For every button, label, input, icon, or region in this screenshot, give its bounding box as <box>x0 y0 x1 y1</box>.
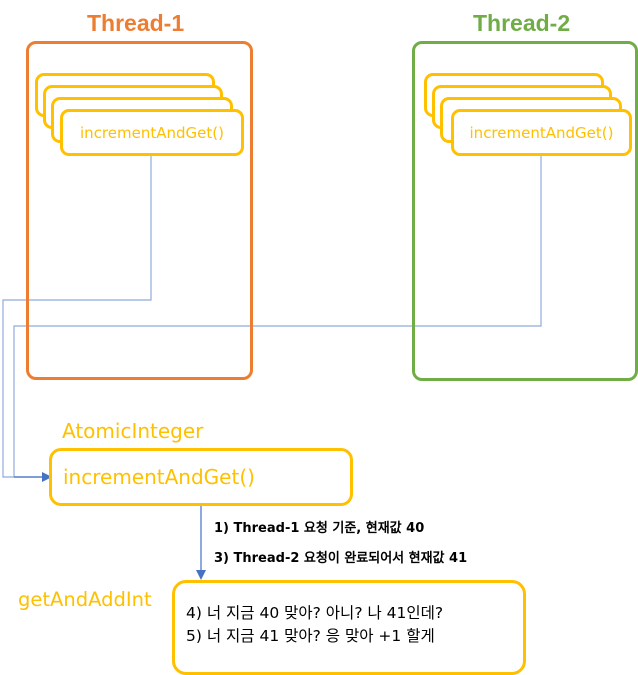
thread2-box <box>412 41 638 381</box>
get-and-add-int-box <box>172 580 526 675</box>
thread1-box <box>26 41 253 380</box>
get-and-add-int-label: getAndAddInt <box>18 588 152 611</box>
atomic-increment-box <box>49 448 353 506</box>
atomic-integer-label: AtomicInteger <box>62 419 204 443</box>
step1-note: 1) Thread-1 요청 기준, 현재값 40 <box>214 521 425 536</box>
thread2-title: Thread-2 <box>473 10 571 36</box>
check-line-5: 5) 너 지금 41 맞아? 응 맞아 +1 할게 <box>186 627 435 645</box>
check-line-4: 4) 너 지금 40 맞아? 아니? 나 41인데? <box>186 604 444 622</box>
thread2-method-card: incrementAndGet() <box>451 109 632 156</box>
thread2-connector <box>13 156 542 477</box>
thread1-method-card: incrementAndGet() <box>60 109 244 156</box>
step3-note: 3) Thread-2 요청이 완료되어서 현재값 41 <box>214 551 468 566</box>
thread1-title: Thread-1 <box>87 10 185 36</box>
atomic-increment-label: incrementAndGet() <box>63 465 255 489</box>
